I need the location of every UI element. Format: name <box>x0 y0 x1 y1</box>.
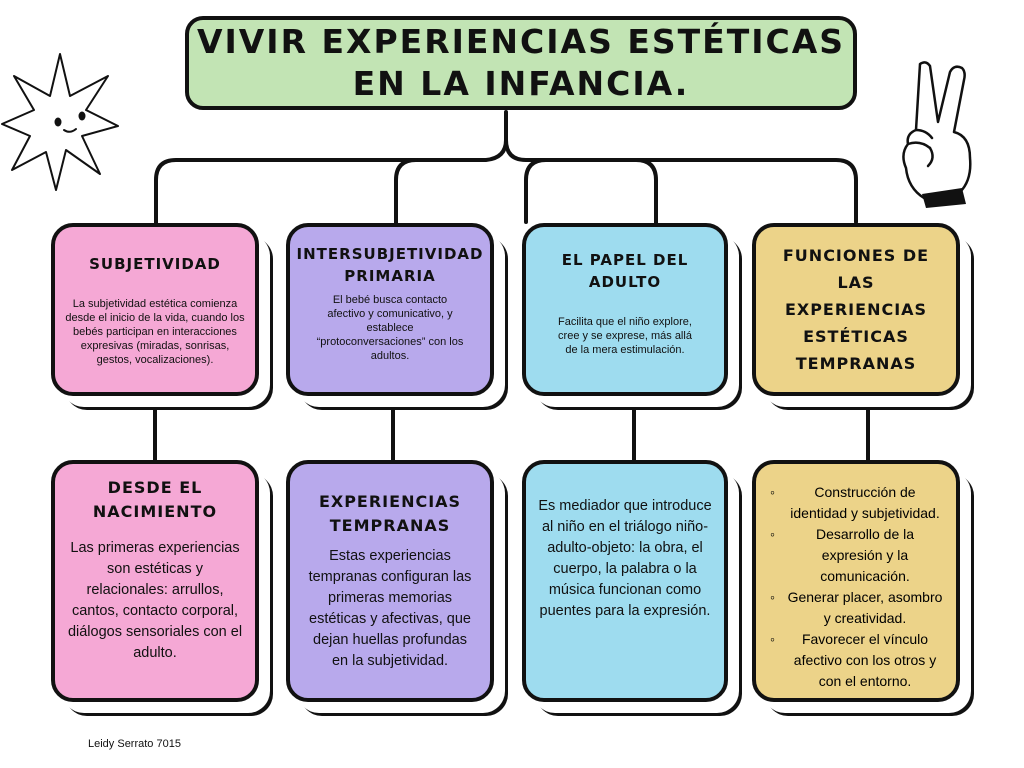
peace-hand-icon <box>902 61 972 208</box>
card-text: El bebé busca contacto afectivo y comuni… <box>316 294 464 362</box>
card-funciones: FUNCIONES DE LAS EXPERIENCIAS ESTÉTICAS … <box>752 223 960 396</box>
card-text: Es mediador que introduce al niño en el … <box>538 498 712 619</box>
card-funciones-lista: Construcción de identidad y subjetividad… <box>752 460 960 702</box>
card-heading: EL PAPEL DEL ADULTO <box>561 251 689 291</box>
branch-right <box>504 138 858 224</box>
list-item: Desarrollo de la expresión y la comunica… <box>770 524 944 587</box>
card-experiencias-tempranas: EXPERIENCIAS TEMPRANAS Estas experiencia… <box>286 460 494 702</box>
card-desde-nacimiento: DESDE EL NACIMIENTO Las primeras experie… <box>51 460 259 702</box>
card-papel-adulto: EL PAPEL DEL ADULTO Facilita que el niño… <box>522 223 728 396</box>
title-box: VIVIR EXPERIENCIAS ESTÉTICAS EN LA INFAN… <box>185 16 857 110</box>
card-heading: FUNCIONES DE LAS EXPERIENCIAS ESTÉTICAS … <box>782 246 930 373</box>
card-heading: INTERSUBJETIVIDAD PRIMARIA <box>296 245 484 285</box>
card-text: La subjetividad estética comienza desde … <box>65 298 245 366</box>
list-item: Favorecer el vínculo afectivo con los ot… <box>770 629 944 692</box>
branch-inner-right <box>524 158 658 228</box>
functions-list: Construcción de identidad y subjetividad… <box>766 482 944 692</box>
card-intersubjetividad: INTERSUBJETIVIDAD PRIMARIA El bebé busca… <box>286 223 494 396</box>
card-text: Las primeras experiencias son estéticas … <box>67 540 243 661</box>
card-mediador: Es mediador que introduce al niño en el … <box>522 460 728 702</box>
list-item: Generar placer, asombro y creatividad. <box>770 587 944 629</box>
card-text: Estas experiencias tempranas configuran … <box>308 548 472 669</box>
title-line-1: VIVIR EXPERIENCIAS ESTÉTICAS <box>196 22 846 61</box>
branch-inner-left <box>394 158 418 228</box>
card-subjetividad: SUBJETIVIDAD La subjetividad estética co… <box>51 223 259 396</box>
trunk-line <box>154 110 508 228</box>
card-heading: DESDE EL NACIMIENTO <box>92 478 218 521</box>
card-heading: SUBJETIVIDAD <box>89 255 221 273</box>
star-face-icon <box>1 53 119 191</box>
card-heading: EXPERIENCIAS TEMPRANAS <box>318 492 462 535</box>
card-text: Facilita que el niño explore, cree y se … <box>558 316 692 356</box>
title-line-2: EN LA INFANCIA. <box>352 64 690 103</box>
list-item: Construcción de identidad y subjetividad… <box>770 482 944 524</box>
author-footer: Leidy Serrato 7015 <box>88 738 181 750</box>
